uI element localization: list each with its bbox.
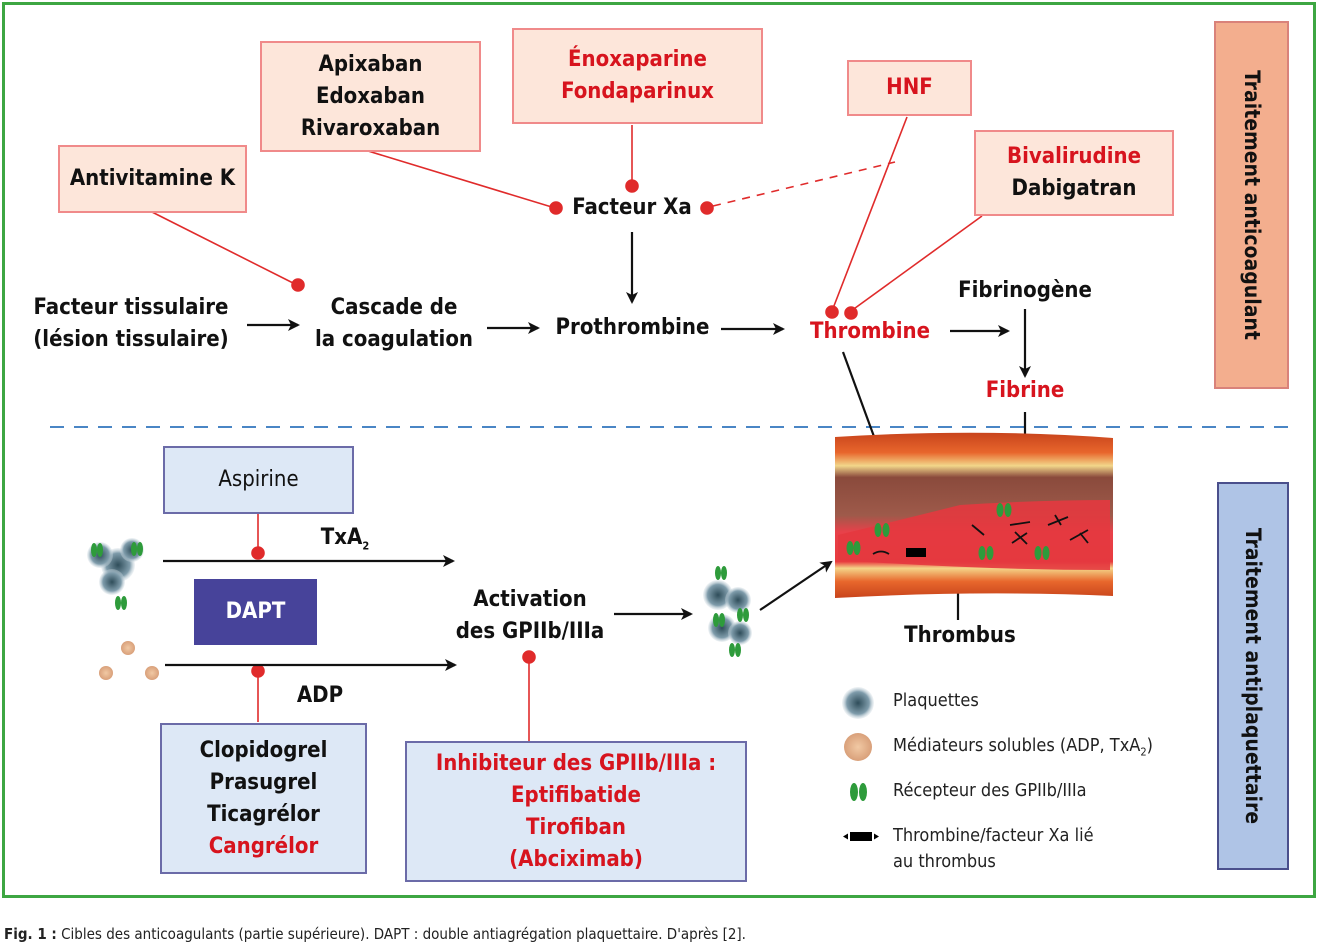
legend-mediators: Médiateurs solubles (ADP, TxA2) [893,735,1153,759]
vessel-receptors [846,503,1050,560]
platelet-aggregate [703,566,752,657]
drug-label: Rivaroxaban [300,115,441,141]
drug-label: HNF [886,75,933,100]
drug-label: Dabigatran [1011,176,1137,201]
p2y12-box: Clopidogrel Prasugrel Ticagrélor Cangrél… [160,723,367,874]
antiplatelet-side-label: Traitement antiplaquettaire [1217,482,1289,870]
drug-label: (Abciximab) [509,846,643,872]
platelet-legend-icon [842,687,874,719]
inhibit-dot [522,650,536,664]
drug-label: Prasugrel [209,769,318,795]
drug-label: Bivalirudine [1007,144,1141,169]
figure-caption: Fig. 1 : Cibles des anticoagulants (part… [4,925,746,943]
inhibit-dot [825,305,839,319]
caption-text: Cibles des anticoagulants (partie supéri… [56,925,746,943]
bound-thrombin-legend-icon [843,832,879,841]
txa2-label: TxA2 [320,525,370,553]
prothrombin-label: Prothrombine [555,315,710,340]
heparin-box: Énoxaparine Fondaparinux [512,28,763,124]
drug-label: Edoxaban [315,83,426,109]
arrow-aggregate-to-vessel [759,560,833,611]
adp-label: ADP [296,683,344,708]
fibrin-label: Fibrine [985,378,1065,403]
drug-label: Énoxaparine [568,47,707,72]
gp-inhibitor-box: Inhibiteur des GPIIb/IIIa : Eptifibatide… [405,741,747,882]
drug-label: Eptifibatide [511,782,641,808]
anticoagulant-side-label: Traitement anticoagulant [1214,21,1289,389]
thrombus-label: Thrombus [904,623,1016,648]
dapt-box: DAPT [194,579,317,645]
drug-label: Aspirine [218,467,299,492]
figure-frame [2,2,1316,898]
receptor-legend-icon [850,783,867,801]
inhibit-dot [251,664,265,678]
drug-label: Clopidogrel [199,737,328,763]
inhibit-dot [844,306,858,320]
hnf-box: HNF [847,60,972,116]
fibrinogen-label: Fibrinogène [958,278,1092,303]
inhibit-dot [291,278,305,292]
legend-platelets: Plaquettes [893,690,979,711]
drug-label: Cangrélor [208,833,319,859]
cascade-label: Cascade de la coagulation [314,295,474,352]
mediator-legend-icon [844,733,872,761]
inhibit-dot [625,179,639,193]
bound-thrombin-icon [906,548,926,557]
caption-label: Fig. 1 : [4,925,57,943]
inhibition-lines [151,116,983,742]
legend-bound: Thrombine/facteur Xa lié au thrombus [893,825,1094,872]
activation-label: Activation des GPIIb/IIIa [455,587,605,644]
drug-label: Antivitamine K [69,166,236,191]
drug-label: Fondaparinux [561,79,714,104]
mediator-cluster [99,641,159,680]
drug-label: Apixaban [318,51,423,77]
tissue-factor-label: Facteur tissulaire (lésion tissulaire) [33,295,229,352]
vessel-illustration [835,432,1113,598]
avk-box: Antivitamine K [58,145,247,213]
aspirin-box: Aspirine [163,446,354,514]
inhibit-dot [251,546,265,560]
drug-label: Tirofiban [526,814,626,840]
direct-thrombin-box: Bivalirudine Dabigatran [974,130,1174,216]
drug-label: Inhibiteur des GPIIb/IIIa : [435,750,717,776]
xaban-box: Apixaban Edoxaban Rivaroxaban [260,41,481,152]
drug-label: Ticagrélor [207,801,320,827]
dapt-label: DAPT [225,599,286,624]
inhibit-dot [549,201,563,215]
platelet-cluster-left [87,538,144,610]
inhibit-dot [700,201,714,215]
thrombin-label: Thrombine [809,319,931,344]
factor-xa-label: Facteur Xa [572,195,692,220]
legend-receptor: Récepteur des GPIIb/IIIa [893,780,1087,801]
